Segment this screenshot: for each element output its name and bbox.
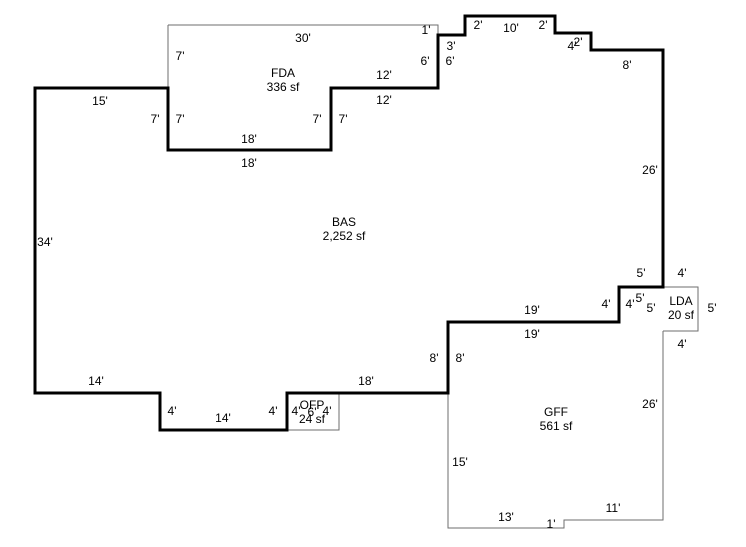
gff-label: GFF [544,405,568,419]
dim-label: 7' [313,112,322,126]
dim-label: 1' [547,517,556,531]
lda-outline [663,286,699,332]
gff-size: 561 sf [540,419,573,433]
dim-label: 5' [636,291,645,305]
dim-label: 19' [524,303,540,317]
dim-label: 13' [498,510,514,524]
dim-label: 4' [269,404,278,418]
bas-outline [33,14,665,432]
dim-label: 7' [151,112,160,126]
dim-label: 14' [215,411,231,425]
dim-label: 4' [678,266,687,280]
ofp-label: OFP [300,398,325,412]
dim-label: 15' [92,94,108,108]
dim-label: 6' [421,54,430,68]
fda-outline [167,24,439,88]
dim-label: 30' [295,31,311,45]
lda-size: 20 sf [668,308,695,322]
dim-label: 6' [308,405,317,419]
dim-label: 5' [708,301,717,315]
dim-label: 6' [446,54,455,68]
dim-label: 7' [176,49,185,63]
dim-label: 10' [503,21,519,35]
dim-label: 4' [626,297,635,311]
dim-label: 5' [637,266,646,280]
dim-label: 8' [430,351,439,365]
dim-label: 14' [88,374,104,388]
dim-label: 2' [474,18,483,32]
dim-label: 7' [176,112,185,126]
dim-label: 8' [623,58,632,72]
bas-label: BAS [332,215,356,229]
dim-label: 7' [339,112,348,126]
dim-label: 18' [241,132,257,146]
fda-label: FDA [271,66,295,80]
dim-label: 15' [452,455,468,469]
dim-label: 4' [678,337,687,351]
ofp-size: 24 sf [299,412,326,426]
dim-label: 5' [647,301,656,315]
dim-label: 4' [323,404,332,418]
gff-outline [447,331,664,529]
dim-label: 3' [447,39,456,53]
dim-label: 4' [602,297,611,311]
dim-label: 12' [376,68,392,82]
dim-label: 34' [37,235,53,249]
dim-label: 4' [568,39,577,53]
dim-label: 4' [292,404,301,418]
dim-label: 19' [524,327,540,341]
dim-label: 2' [539,18,548,32]
dim-label: 11' [606,501,621,515]
dim-label: 1' [422,23,431,37]
dim-label: 2' [574,35,583,49]
dim-label: 26' [642,163,658,177]
dim-label: 4' [168,404,177,418]
lda-label: LDA [669,294,692,308]
bas-size: 2,252 sf [323,229,366,243]
dim-label: 12' [376,93,392,107]
dim-label: 18' [241,156,257,170]
dim-label: 18' [358,374,374,388]
fda-size: 336 sf [267,80,300,94]
dim-label: 8' [456,351,465,365]
dim-label: 26' [642,397,658,411]
